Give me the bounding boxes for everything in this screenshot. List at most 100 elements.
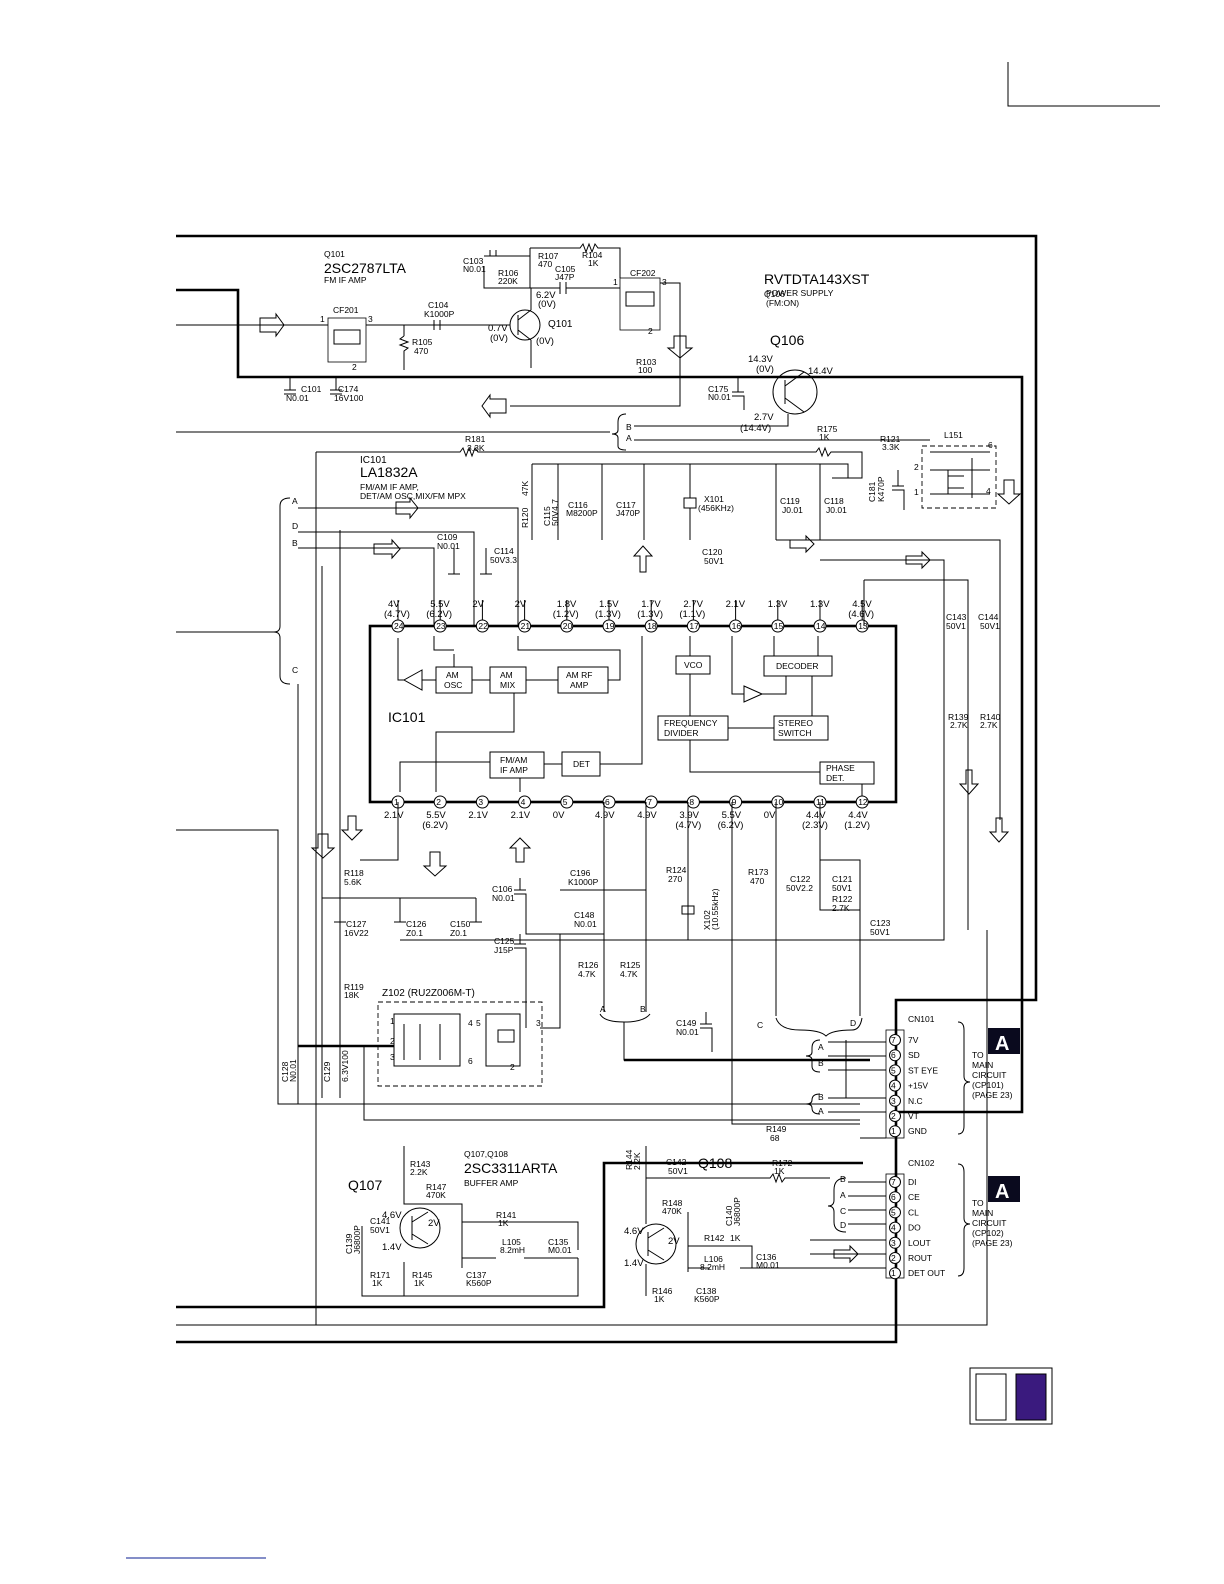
color-key-purple xyxy=(1015,1373,1047,1421)
c142-val: 50V1 xyxy=(668,1166,688,1176)
signal-arrow-3 xyxy=(481,393,507,419)
c181-val: K470P xyxy=(876,476,886,502)
ic-top-pin-number: 24 xyxy=(394,621,404,631)
cn102-pin-number: 4 xyxy=(891,1223,896,1233)
q107q108-part: 2SC3311ARTA xyxy=(464,1160,558,1176)
ic-top-pin-voltage: 2V xyxy=(515,599,527,610)
signal-arrow-1 xyxy=(259,312,285,338)
r175-val: 1K xyxy=(819,432,830,442)
ic-top-pin-voltage: 1.3V xyxy=(768,599,788,610)
left-input-lines xyxy=(176,324,610,633)
c143-val: 50V1 xyxy=(946,621,966,631)
cn102-wires xyxy=(790,1181,886,1269)
r126-ref: R126 xyxy=(578,960,599,970)
c104-symbol xyxy=(433,320,441,330)
cn102-pin-number: 6 xyxy=(891,1192,896,1202)
ic-bottom-pin-number: 5 xyxy=(563,797,568,807)
r171-ref: R171 xyxy=(370,1270,391,1280)
cn101-pin-number: 1 xyxy=(891,1126,896,1136)
c138-ref: C138 xyxy=(696,1286,717,1296)
ic-bottom-pin xyxy=(686,795,700,809)
svg-text:4: 4 xyxy=(468,1018,473,1028)
c121-ref: C121 xyxy=(832,874,853,884)
q108-leads xyxy=(647,1227,665,1261)
c135-val: M0.01 xyxy=(548,1245,572,1255)
x102-ref: X102 xyxy=(702,910,712,930)
q107-leads xyxy=(411,1211,429,1245)
ic-bottom-pins: 12.1V25.5V(6.2V)32.1V42.1V50V64.9V74.9V8… xyxy=(384,795,870,831)
ic-top-pin xyxy=(729,619,743,633)
ic-top-pin-voltage-am: (1.1V) xyxy=(679,609,705,620)
q107-label: Q107 xyxy=(348,1177,382,1193)
r142-ref: R142 xyxy=(704,1233,725,1243)
signal-arrow-7 xyxy=(373,538,401,560)
c116-ref: C116 xyxy=(568,500,588,510)
cn102-pin-label: DO xyxy=(908,1223,921,1233)
c106-c125-wires xyxy=(514,878,561,1029)
ic-part: LA1832A xyxy=(360,464,418,480)
ic-top-pin-number: 22 xyxy=(478,621,488,631)
z102-label: Z102 (RU2Z006M-T) xyxy=(382,988,475,999)
c127-val: 16V22 xyxy=(344,928,369,938)
ic-top-pin-number: 16 xyxy=(732,621,742,631)
cn102-pin xyxy=(889,1236,901,1249)
c136-ref: C136 xyxy=(756,1252,777,1262)
q107-vb: 2V xyxy=(428,1218,440,1229)
cn101-pin xyxy=(889,1125,901,1138)
signal-arrow-12 xyxy=(310,833,336,859)
r105-val: 470 xyxy=(414,346,428,356)
c118-val: J0.01 xyxy=(826,505,847,515)
svg-text:A: A xyxy=(600,1004,606,1014)
supply-bus xyxy=(176,288,1024,1114)
block-vco xyxy=(675,655,711,675)
r120-val: 47K xyxy=(520,481,530,496)
ic-bottom-pin-voltage-am: (2.3V) xyxy=(802,820,828,831)
c142-ref: C142 xyxy=(666,1157,687,1167)
c150-val: Z0.1 xyxy=(450,928,467,938)
cn102-ref: CN102 xyxy=(908,1158,935,1168)
ic-top-pin-voltage: 2.7V xyxy=(683,599,703,610)
r106-ref: R106 xyxy=(498,268,519,278)
c114-ref: C114 xyxy=(494,546,514,556)
ic-bottom-pin-voltage: 0V xyxy=(553,810,565,821)
cn101-pin-number: 4 xyxy=(891,1081,896,1091)
ic-top-pin-voltage-am: (1.3V) xyxy=(637,609,663,620)
ic-top-pin-voltage: 2V xyxy=(472,599,484,610)
r143-val: 2.2K xyxy=(410,1167,428,1177)
r141-val: 1K xyxy=(498,1218,509,1228)
r107-ref: R107 xyxy=(538,251,559,261)
c149-val: N0.01 xyxy=(676,1027,699,1037)
ic-top-pin-number: 17 xyxy=(689,621,699,631)
l151-outline xyxy=(921,445,997,509)
r124-val: 270 xyxy=(668,874,682,884)
ic-top-pin-voltage: 4V xyxy=(388,599,400,610)
signal-arrow-8 xyxy=(789,534,815,554)
svg-text:2: 2 xyxy=(914,462,919,472)
q101-vcollector-am: (0V) xyxy=(538,299,556,310)
q106-function: POWER SUPPLY xyxy=(766,288,834,298)
ic-bottom-pin-voltage: 0V xyxy=(764,810,776,821)
c175-val: N0.01 xyxy=(708,392,731,402)
cn101-pin-label: 7V xyxy=(908,1035,919,1045)
z102-internals xyxy=(393,1013,521,1067)
ic-bottom-pin-number: 1 xyxy=(394,797,399,807)
r147-ref: R147 xyxy=(426,1182,447,1192)
svg-text:1: 1 xyxy=(390,1016,395,1026)
r122-ref: R122 xyxy=(832,894,853,904)
cn102-pin-number: 3 xyxy=(891,1238,896,1248)
signal-arrow-11 xyxy=(988,817,1010,843)
svg-text:C: C xyxy=(292,665,298,675)
q108-symbol xyxy=(635,1223,677,1265)
c123-ref: C123 xyxy=(870,918,891,928)
block-det xyxy=(561,751,601,777)
svg-text:D: D xyxy=(850,1018,856,1028)
signal-arrow-13 xyxy=(340,815,364,841)
ic-top-pin-voltage-am: (1.3V) xyxy=(595,609,621,620)
r105-symbol xyxy=(398,325,410,370)
c114-val: 50V3.3 xyxy=(490,555,517,565)
cn102-pin-label: LOUT xyxy=(908,1238,931,1248)
r139-ref: R139 xyxy=(948,712,969,722)
cd-bus-lower xyxy=(775,802,863,1037)
